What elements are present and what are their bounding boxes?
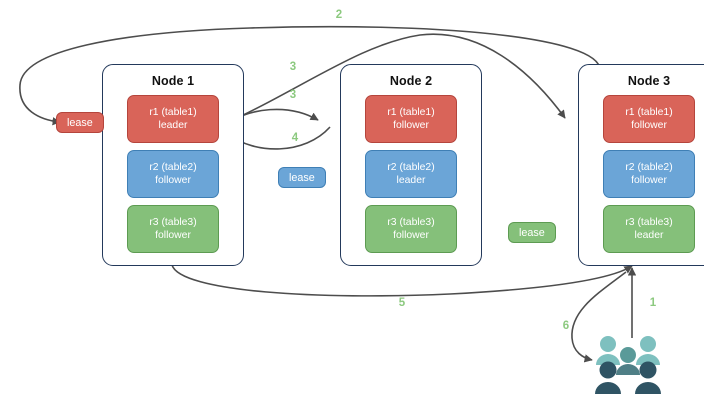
replica-name: r3 (table3) xyxy=(625,217,673,228)
node-1[interactable]: Node 1 r1 (table1) leader r2 (table2) fo… xyxy=(102,64,244,266)
replica-role: leader xyxy=(158,120,188,131)
node-2-replica-r1[interactable]: r1 (table1) follower xyxy=(365,95,457,143)
edge-label-6: 6 xyxy=(562,320,570,332)
edge-label-3-upper: 3 xyxy=(289,61,297,73)
replica-role: follower xyxy=(393,120,429,131)
lease-label: lease xyxy=(289,171,315,184)
replica-role: follower xyxy=(631,175,667,186)
edge-label-4: 4 xyxy=(291,132,299,144)
replica-role: follower xyxy=(393,230,429,241)
edge-label-2: 2 xyxy=(335,9,343,21)
edge-label-5: 5 xyxy=(398,297,406,309)
node-1-replica-r1[interactable]: r1 (table1) leader xyxy=(127,95,219,143)
lease-badge-r3[interactable]: lease xyxy=(508,222,556,243)
replica-name: r2 (table2) xyxy=(149,162,197,173)
replica-name: r1 (table1) xyxy=(625,107,673,118)
users-icon xyxy=(595,336,661,394)
node-3-replica-r3[interactable]: r3 (table3) leader xyxy=(603,205,695,253)
replica-role: follower xyxy=(155,230,191,241)
node-3[interactable]: Node 3 r1 (table1) follower r2 (table2) … xyxy=(578,64,704,266)
edge-5-path xyxy=(171,264,633,297)
replica-role: follower xyxy=(155,175,191,186)
lease-label: lease xyxy=(519,226,545,239)
node-2-title: Node 2 xyxy=(389,74,433,88)
node-3-title: Node 3 xyxy=(627,74,671,88)
replica-name: r2 (table2) xyxy=(625,162,673,173)
node-1-title: Node 1 xyxy=(151,74,195,88)
lease-label: lease xyxy=(67,116,93,129)
replica-role: leader xyxy=(396,175,426,186)
node-1-replica-r3[interactable]: r3 (table3) follower xyxy=(127,205,219,253)
replica-name: r3 (table3) xyxy=(149,217,197,228)
replica-name: r1 (table1) xyxy=(149,107,197,118)
replica-role: leader xyxy=(634,230,664,241)
replica-role: follower xyxy=(631,120,667,131)
node-1-replica-r2[interactable]: r2 (table2) follower xyxy=(127,150,219,198)
node-2-replica-r3[interactable]: r3 (table3) follower xyxy=(365,205,457,253)
node-3-replica-r1[interactable]: r1 (table1) follower xyxy=(603,95,695,143)
edge-label-1: 1 xyxy=(649,297,657,309)
node-2-replica-r2[interactable]: r2 (table2) leader xyxy=(365,150,457,198)
replica-name: r3 (table3) xyxy=(387,217,435,228)
lease-badge-r1[interactable]: lease xyxy=(56,112,104,133)
node-3-replica-r2[interactable]: r2 (table2) follower xyxy=(603,150,695,198)
replica-name: r1 (table1) xyxy=(387,107,435,118)
lease-badge-r2[interactable]: lease xyxy=(278,167,326,188)
edge-label-3-short: 3 xyxy=(289,89,297,101)
node-2[interactable]: Node 2 r1 (table1) follower r2 (table2) … xyxy=(340,64,482,266)
replica-name: r2 (table2) xyxy=(387,162,435,173)
